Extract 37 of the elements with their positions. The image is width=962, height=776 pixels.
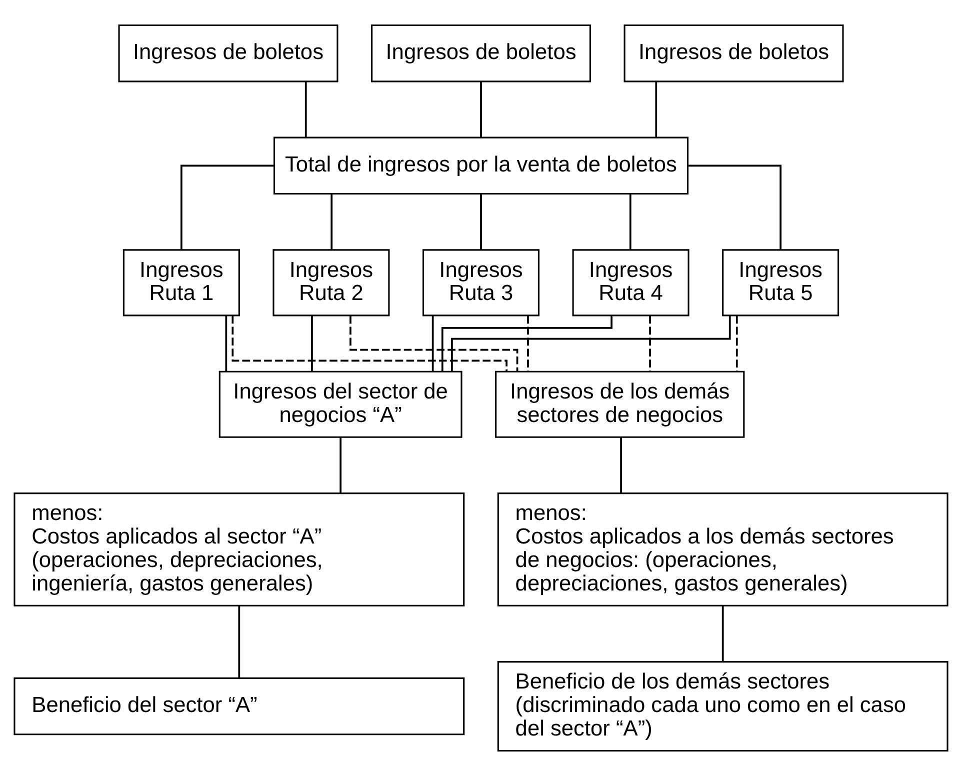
connector: [340, 437, 342, 493]
node-box: Ingresos de boletos: [118, 24, 338, 82]
connector: [655, 82, 658, 137]
node-box: Beneficio de los demás sectores (discriminado cada uno como en el caso del sector “A”): [497, 661, 948, 752]
connector: [480, 194, 482, 250]
node-box: Ingresos de los demás sectores de negocios: [495, 370, 745, 438]
connector: [722, 606, 724, 662]
connector: [432, 316, 434, 372]
node-box: Ingresos Ruta 4: [572, 249, 690, 316]
node-box: menos: Costos aplicados al sector “A” (operaciones, depreciaciones, ingeniería, gastos generales): [14, 492, 465, 606]
connector: [480, 82, 482, 137]
connector: [451, 316, 731, 372]
connector: [629, 194, 632, 250]
node-box: Ingresos Ruta 3: [422, 249, 540, 316]
node-box: Ingresos de boletos: [624, 24, 844, 82]
connector: [620, 437, 622, 493]
connector: [311, 316, 313, 372]
node-box: Ingresos Ruta 5: [722, 249, 840, 316]
node-box: Ingresos del sector de negocios “A”: [218, 370, 462, 438]
node-box: Ingresos de boletos: [371, 24, 591, 82]
connector: [238, 606, 240, 678]
connector: [180, 164, 274, 250]
node-box: Ingresos Ruta 1: [122, 249, 240, 316]
connector: [527, 316, 529, 372]
connector: [441, 316, 612, 372]
connector: [736, 316, 738, 372]
node-box: menos: Costos aplicados a los demás sectores de negocios: (operaciones, depreciaciones, gastos generales): [497, 492, 948, 606]
node-box: Ingresos Ruta 2: [272, 249, 390, 316]
connector: [350, 316, 518, 372]
connector: [330, 194, 333, 250]
connector: [232, 316, 508, 372]
connector: [304, 82, 307, 137]
connector: [225, 316, 228, 372]
connector: [688, 164, 782, 250]
node-box: Beneficio del sector “A”: [14, 677, 465, 736]
connector: [649, 316, 651, 372]
node-box: Total de ingresos por la venta de boletos: [273, 136, 689, 195]
